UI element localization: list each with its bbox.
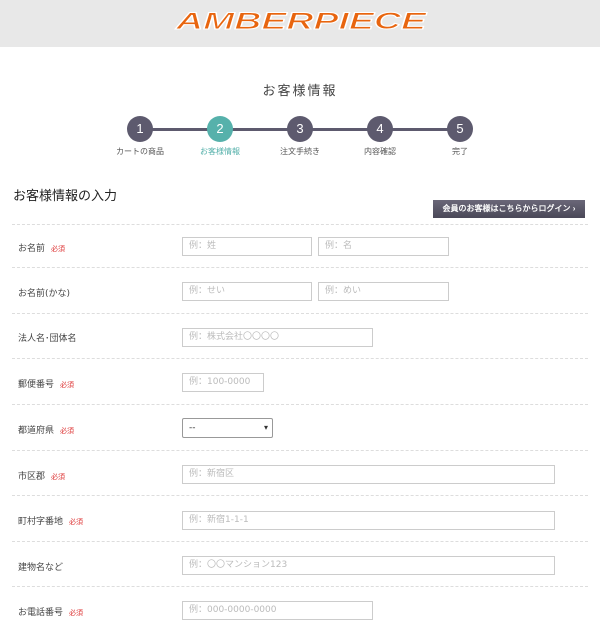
divider [12, 313, 588, 314]
step-label: お客様情報 [200, 147, 240, 156]
phone-input[interactable]: 例：000-0000-0000 [182, 601, 373, 620]
section-title: お客様情報の入力 [13, 189, 118, 204]
login-label: 会員のお客様はこちらからログイン [442, 204, 571, 213]
page-title: お客様情報 [262, 84, 338, 99]
label-kana: お名前(かな) [18, 289, 71, 299]
divider [12, 358, 588, 359]
amberpiece-logo[interactable]: AMBERPIECE [172, 9, 430, 33]
required-badge: 必須 [60, 381, 75, 389]
site-header: AMBERPIECE [0, 0, 600, 47]
zip-input[interactable]: 例：100-0000 [182, 373, 264, 392]
step-4: 4 [367, 116, 393, 142]
divider [12, 267, 588, 268]
step-1: 1 [127, 116, 153, 142]
company-input[interactable]: 例：株式会社〇〇〇〇 [182, 328, 373, 347]
label-name: お名前必須 [18, 244, 66, 254]
divider [12, 450, 588, 451]
label-pref: 都道府県必須 [18, 426, 75, 436]
step-2: 2 [207, 116, 233, 142]
divider [12, 541, 588, 542]
required-badge: 必須 [51, 245, 66, 253]
divider [12, 586, 588, 587]
first-name-input[interactable]: 例：名 [318, 237, 449, 256]
step-label: 完了 [452, 147, 468, 156]
step-label: カートの商品 [116, 147, 164, 156]
svg-text:AMBERPIECE: AMBERPIECE [174, 9, 427, 33]
prefecture-select[interactable]: --▾ [182, 418, 273, 438]
member-login-button[interactable]: 会員のお客様はこちらからログイン › [433, 200, 585, 218]
first-name-kana-input[interactable]: 例：めい [318, 282, 449, 301]
city-input[interactable]: 例：新宿区 [182, 465, 555, 484]
step-label: 内容確認 [364, 147, 396, 156]
label-zip: 郵便番号必須 [18, 380, 75, 390]
last-name-input[interactable]: 例：姓 [182, 237, 312, 256]
divider [12, 495, 588, 496]
town-input[interactable]: 例：新宿1-1-1 [182, 511, 555, 530]
required-badge: 必須 [60, 427, 75, 435]
label-phone: お電話番号必須 [18, 608, 84, 618]
chevron-right-icon: › [572, 204, 576, 213]
required-badge: 必須 [69, 609, 84, 617]
last-name-kana-input[interactable]: 例：せい [182, 282, 312, 301]
step-3: 3 [287, 116, 313, 142]
label-city: 市区郡必須 [18, 472, 66, 482]
step-5: 5 [447, 116, 473, 142]
label-company: 法人名･団体名 [18, 334, 77, 344]
required-badge: 必須 [69, 518, 84, 526]
label-town: 町村字番地必須 [18, 517, 84, 527]
label-building: 建物名など [18, 563, 64, 573]
building-input[interactable]: 例：〇〇マンション123 [182, 556, 555, 575]
chevron-down-icon: ▾ [263, 423, 268, 432]
step-label: 注文手続き [280, 147, 320, 156]
divider [12, 224, 588, 225]
divider [12, 404, 588, 405]
required-badge: 必須 [51, 473, 66, 481]
